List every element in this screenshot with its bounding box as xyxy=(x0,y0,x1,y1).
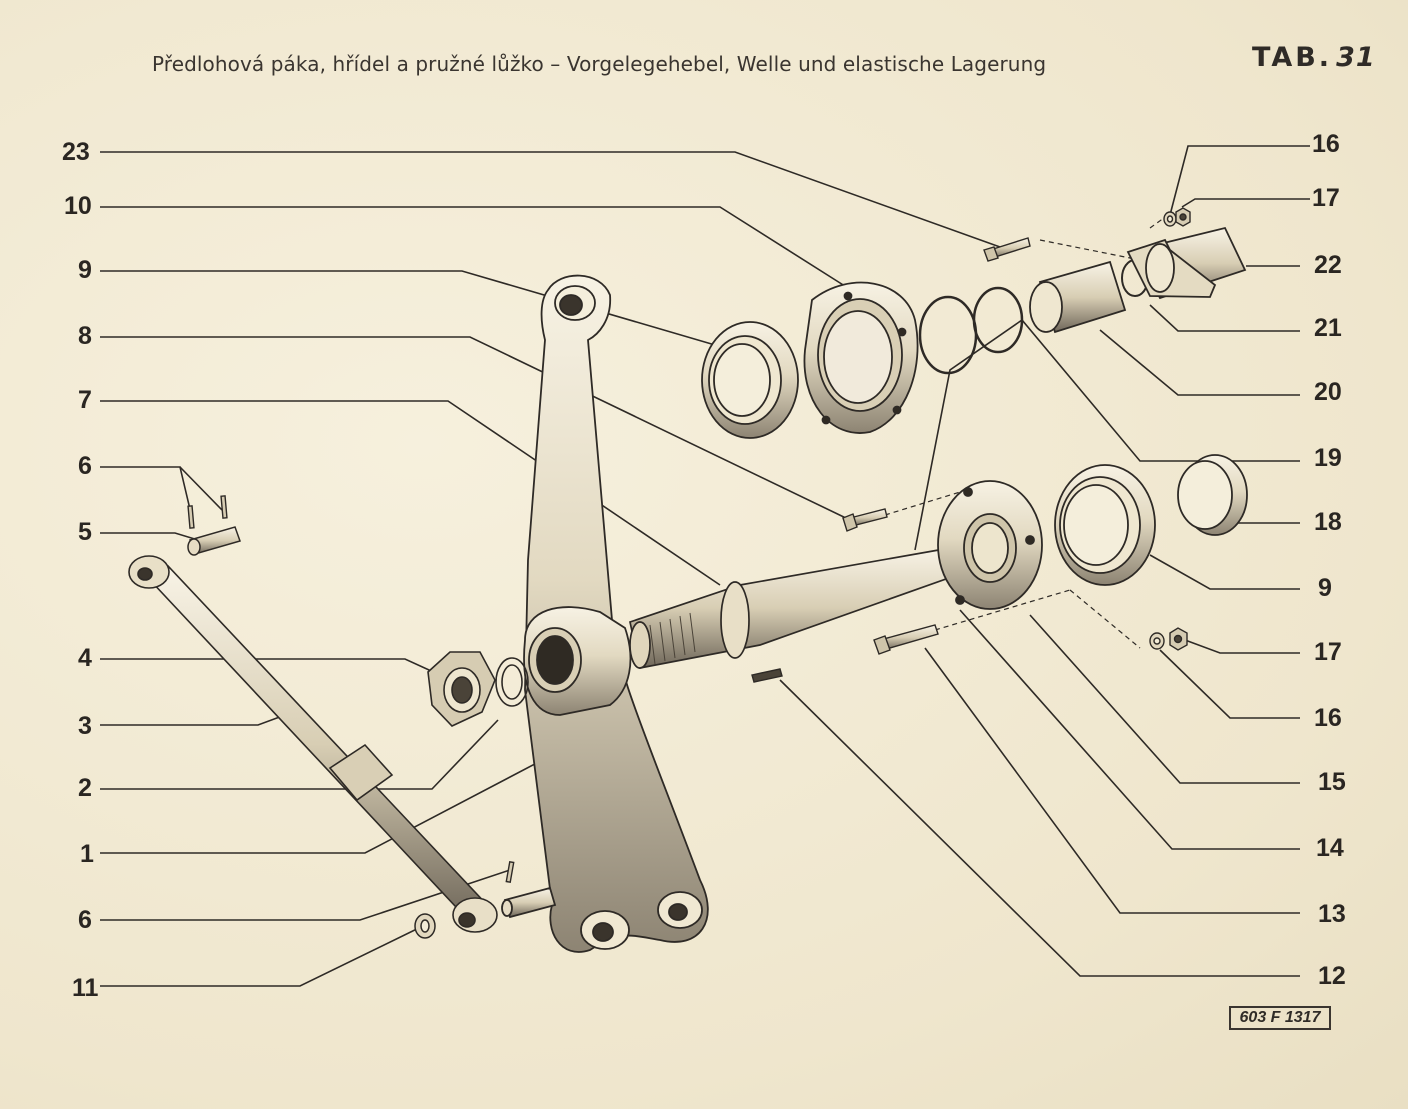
pin-5 xyxy=(187,526,241,556)
leader-lines xyxy=(100,145,1310,987)
cotter-pins-6 xyxy=(187,495,515,884)
callout-label: 9 xyxy=(78,256,92,284)
callout-label: 9 xyxy=(1318,574,1332,602)
leader-line-10 xyxy=(100,206,849,289)
washer-16-top xyxy=(1163,211,1177,227)
leader-line-16-top xyxy=(1169,145,1310,216)
tab-number: 31 xyxy=(1336,42,1376,73)
callout-label: 2 xyxy=(78,774,92,802)
leader-line-2 xyxy=(100,719,499,790)
dash-line xyxy=(934,589,1071,631)
leader-line-5 xyxy=(100,532,199,541)
callout-label: 23 xyxy=(62,138,90,166)
leader-line-8 xyxy=(100,336,851,521)
leader-line-9-right xyxy=(1149,554,1300,590)
bolt-13 xyxy=(873,624,939,655)
callout-label: 19 xyxy=(1314,444,1342,472)
callout-label: 1 xyxy=(80,840,94,868)
sleeve-18 xyxy=(1177,454,1248,536)
callout-label: 15 xyxy=(1318,768,1346,796)
shaft-7 xyxy=(629,547,962,669)
washer-11 xyxy=(414,913,436,939)
callout-label: 16 xyxy=(1312,130,1340,158)
leader-line-9-left xyxy=(100,270,716,346)
key-12 xyxy=(751,668,783,683)
lever-arm-1 xyxy=(501,274,709,953)
leader-line-1 xyxy=(100,754,553,854)
diagram-title: Předlohová páka, hřídel a pružné lůžko –… xyxy=(152,52,1047,76)
leader-line-15 xyxy=(1029,614,1300,784)
drawing-code-stamp: 603 F 1317 xyxy=(1229,1006,1331,1030)
callout-label: 10 xyxy=(64,192,92,220)
tie-rod-3 xyxy=(128,555,498,933)
dash-line xyxy=(1069,589,1141,649)
washer-16-lower xyxy=(1149,632,1165,650)
seal-ring-9-upper xyxy=(701,321,799,439)
housing-22 xyxy=(1126,226,1247,300)
callout-label: 6 xyxy=(78,906,92,934)
nut-17-lower xyxy=(1169,627,1188,651)
leader-line-21 xyxy=(1149,304,1300,332)
callout-label: 16 xyxy=(1314,704,1342,732)
bolt-23 xyxy=(983,237,1031,262)
leader-line-6a xyxy=(100,466,194,523)
leader-line-16-bottom xyxy=(1159,649,1300,719)
callout-label: 4 xyxy=(78,644,92,672)
callout-label: 11 xyxy=(72,974,99,1002)
bolt-8 xyxy=(842,508,888,532)
callout-label: 5 xyxy=(78,518,92,546)
dash-line xyxy=(1039,239,1141,261)
flange-14 xyxy=(937,480,1043,610)
callout-label: 8 xyxy=(78,322,92,350)
callout-label: 3 xyxy=(78,712,92,740)
callout-label: 17 xyxy=(1314,638,1342,666)
leader-line-14 xyxy=(959,609,1300,850)
flange-10 xyxy=(803,281,919,434)
callout-label: 7 xyxy=(78,386,92,414)
callout-label: 17 xyxy=(1312,184,1340,212)
leader-line-6b xyxy=(179,466,223,511)
leader-line-17-bottom xyxy=(1184,639,1300,654)
nut-17-top xyxy=(1175,207,1191,227)
bushing-20 xyxy=(1029,260,1127,334)
callout-label: 21 xyxy=(1314,314,1342,342)
lever-hub xyxy=(523,606,632,716)
callout-label: 6 xyxy=(78,452,92,480)
snap-ring-19 xyxy=(918,286,1024,375)
leader-line-12 xyxy=(779,679,1300,977)
callout-label: 20 xyxy=(1314,378,1342,406)
leader-line-3 xyxy=(100,714,286,726)
callout-label: 18 xyxy=(1314,508,1342,536)
callout-label: 22 xyxy=(1314,251,1342,279)
tab-prefix: TAB. xyxy=(1252,42,1333,73)
leader-line-11 xyxy=(100,924,426,987)
leader-line-4 xyxy=(100,658,441,676)
table-number: TAB.31 xyxy=(1252,42,1376,73)
leader-line-13 xyxy=(924,647,1300,914)
leader-line-20 xyxy=(1099,329,1300,396)
leader-line-23 xyxy=(100,151,1001,248)
dash-line xyxy=(884,491,961,516)
callout-label: 13 xyxy=(1318,900,1346,928)
leader-line-17-top xyxy=(1181,198,1310,208)
seal-ring-9-lower xyxy=(1054,464,1156,586)
callout-label: 12 xyxy=(1318,962,1346,990)
spring-washer-2 xyxy=(495,657,529,707)
nut-4 xyxy=(427,651,496,727)
leader-line-7 xyxy=(100,400,721,586)
callout-label: 14 xyxy=(1316,834,1344,862)
